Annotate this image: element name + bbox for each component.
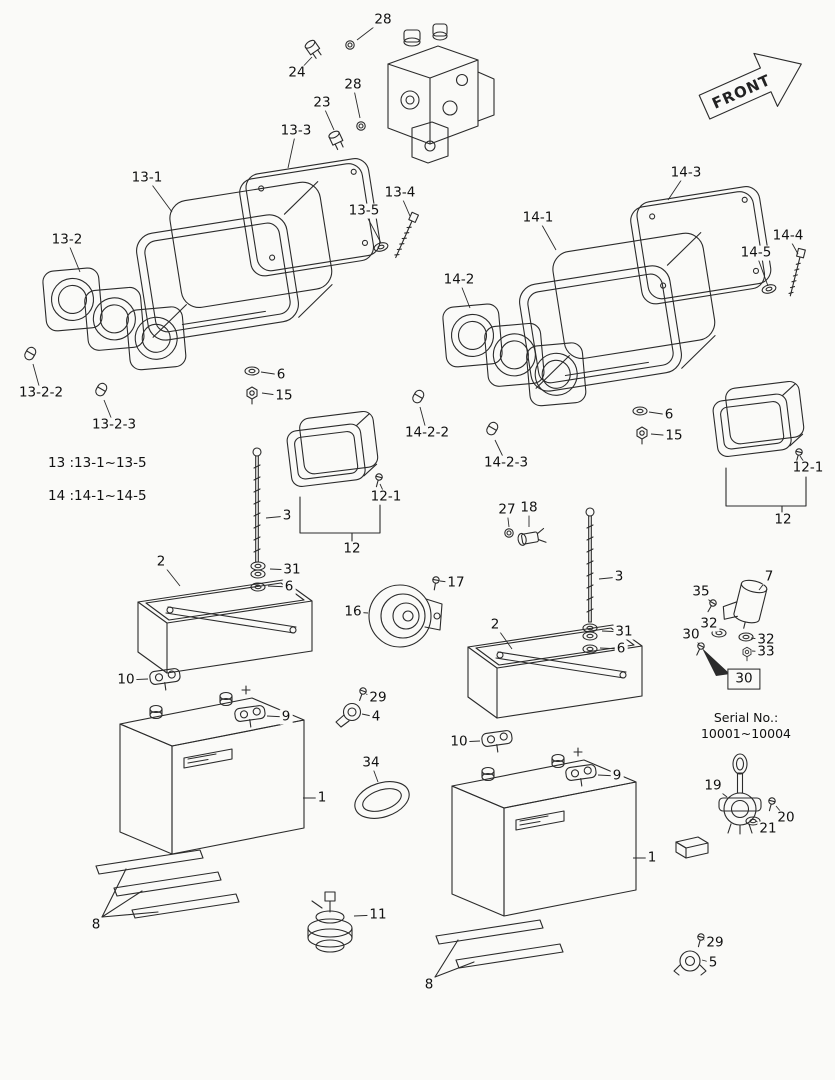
serial-note-line1: Serial No.:	[713, 710, 779, 725]
callout-11: 11	[367, 906, 389, 923]
callout-12-l: 12	[341, 540, 363, 557]
callout-1-l: 1	[315, 789, 329, 806]
callout-12-r: 12	[772, 511, 794, 528]
legend-note-13: 13 :13-1~13-5	[48, 455, 147, 471]
callout-35: 35	[690, 583, 712, 600]
callout-6-lamp-r: 6	[662, 406, 676, 423]
callout-28-mid: 28	[342, 76, 364, 93]
leader-8-left-a	[101, 868, 127, 918]
valve-assembly	[387, 23, 495, 164]
bracket-12-right	[725, 467, 807, 507]
callout-33: 33	[755, 643, 777, 660]
callout-13-2-3: 13-2-3	[89, 416, 139, 433]
callout-2-r: 2	[488, 616, 502, 633]
callout-29-5: 29	[704, 934, 726, 951]
callout-17: 17	[445, 574, 467, 591]
grommet-34	[354, 781, 410, 819]
callout-1-r: 1	[645, 849, 659, 866]
callout-19: 19	[702, 777, 724, 794]
callout-28-top: 28	[372, 11, 394, 28]
callout-31-l: 31	[281, 561, 303, 578]
callout-4: 4	[369, 708, 383, 725]
callout-29-4: 29	[367, 689, 389, 706]
callout-3-l: 3	[280, 507, 294, 524]
legend-note-14: 14 :14-1~14-5	[48, 488, 147, 504]
callout-27: 27	[496, 501, 518, 518]
leader-8-left-c	[101, 911, 159, 918]
callout-6-lamp-l: 6	[274, 366, 288, 383]
bracket-12-left	[299, 496, 381, 534]
callout-21: 21	[757, 820, 779, 837]
callout-12-1-l: 12-1	[368, 488, 404, 505]
serial-note: Serial No.: 10001~10004	[686, 710, 806, 743]
callout-18: 18	[518, 499, 540, 516]
callout-14-2-2: 14-2-2	[402, 424, 452, 441]
callout-8-l: 8	[89, 916, 103, 933]
callout-23: 23	[311, 94, 333, 111]
callout-10-r: 10	[448, 733, 470, 750]
callout-13-1: 13-1	[129, 169, 165, 186]
leader-8-right-a	[434, 939, 459, 978]
serial-callout-arrow	[702, 648, 730, 676]
callout-24: 24	[286, 64, 308, 81]
callout-31-r: 31	[613, 623, 635, 640]
callout-14-4: 14-4	[770, 227, 806, 244]
callout-14-5: 14-5	[738, 244, 774, 261]
callout-14-3: 14-3	[668, 164, 704, 181]
callout-16: 16	[342, 603, 364, 620]
callout-6-rod-r: 6	[614, 640, 628, 657]
leader-8-left-b	[101, 890, 143, 918]
callout-13-2: 13-2	[49, 231, 85, 248]
callout-30-a: 30	[680, 626, 702, 643]
callout-14-2: 14-2	[441, 271, 477, 288]
callout-12-1-r: 12-1	[790, 459, 826, 476]
leader-8-right-b	[434, 961, 475, 978]
callout-6-rod-l: 6	[282, 578, 296, 595]
callout-9-r: 9	[610, 767, 624, 784]
callout-9-l: 9	[279, 708, 293, 725]
callout-34: 34	[360, 754, 382, 771]
callout-5: 5	[706, 954, 720, 971]
callout-7: 7	[762, 568, 776, 585]
callout-13-5: 13-5	[346, 202, 382, 219]
callout-8-r: 8	[422, 976, 436, 993]
callout-15-l: 15	[273, 387, 295, 404]
callout-14-1: 14-1	[520, 209, 556, 226]
callout-15-r: 15	[663, 427, 685, 444]
callout-13-4: 13-4	[382, 184, 418, 201]
callout-10-l: 10	[115, 671, 137, 688]
serial-note-line2: 10001~10004	[700, 726, 791, 742]
callout-2-l: 2	[154, 553, 168, 570]
callout-13-2-2: 13-2-2	[16, 384, 66, 401]
callout-3-r: 3	[612, 568, 626, 585]
callout-14-2-3: 14-2-3	[481, 454, 531, 471]
callout-30-boxed: 30	[727, 668, 761, 690]
callout-13-3: 13-3	[278, 122, 314, 139]
